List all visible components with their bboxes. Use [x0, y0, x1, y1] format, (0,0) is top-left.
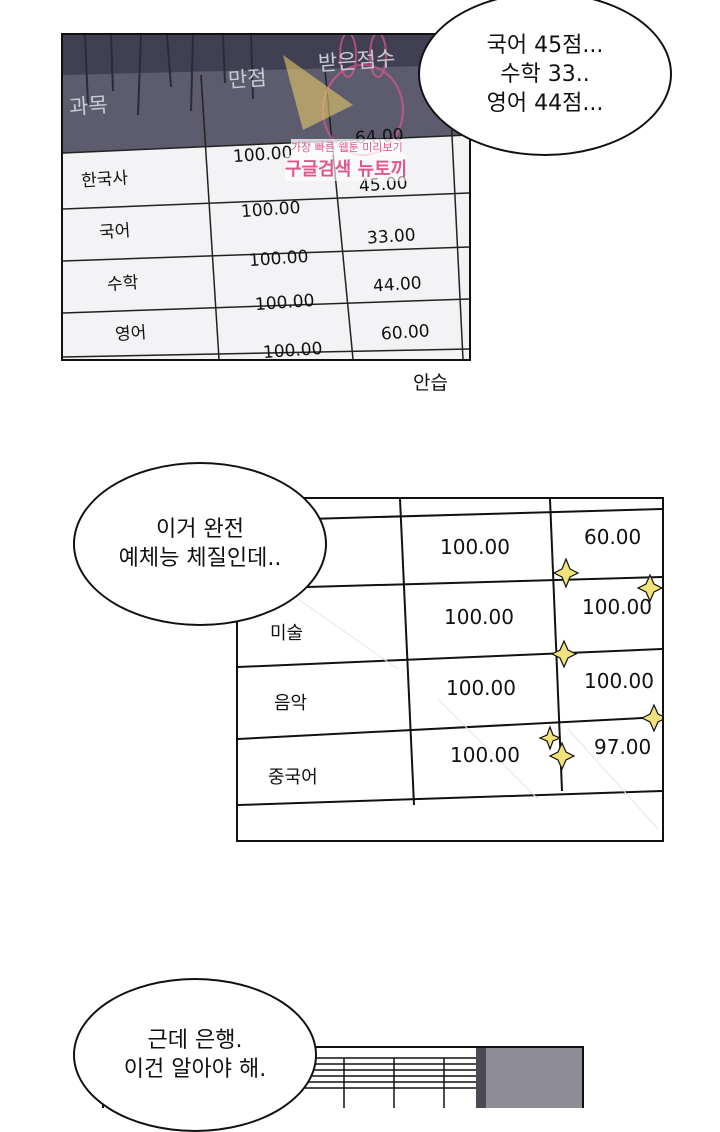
bubble-line-2: 이건 알아야 해.: [123, 1057, 267, 1082]
speech-bubble-arts: 이거 완전 예체능 체질인데..: [73, 462, 327, 626]
p2-row3-subject: 음악: [274, 693, 308, 714]
row1-subject: 한국사: [80, 168, 129, 192]
p2-row2-score: 100.00: [582, 595, 652, 619]
row3-subject: 수학: [106, 272, 140, 296]
bubble-line-1: 근데 은행.: [147, 1028, 243, 1053]
watermark-bottom-text: 구글검색 뉴토끼: [285, 155, 408, 181]
p2-row4-max: 100.00: [450, 743, 520, 767]
bubble-line-korean: 국어 45점...: [486, 32, 604, 58]
bubble-line-math: 수학 33..: [500, 61, 590, 87]
p2-row2-subject: 미술: [270, 623, 304, 644]
p2-row1-max: 100.00: [440, 535, 510, 559]
row3-max: 100.00: [248, 246, 310, 272]
sparkle-icons: [538, 557, 662, 771]
bubble-line-2: 예체능 체질인데..: [118, 546, 282, 571]
sfx-sigh: 안습: [413, 372, 448, 394]
row5-max: 100.00: [262, 338, 324, 361]
p2-row3-score: 100.00: [584, 669, 654, 693]
row4-score: 44.00: [372, 273, 423, 297]
p2-row4-score: 97.00: [594, 735, 652, 759]
panel-1-grade-table: 과목 만점 받은점수 한국사 100.00 64.00 국어 100.00 45…: [61, 33, 471, 361]
p2-row1-score: 60.00: [584, 525, 642, 549]
speech-bubble-bank: 근데 은행. 이건 알아야 해.: [73, 978, 317, 1132]
row5-score: 60.00: [380, 321, 431, 345]
speech-bubble-scores: 국어 45점... 수학 33.. 영어 44점...: [418, 0, 672, 156]
p2-row2-max: 100.00: [444, 605, 514, 629]
row2-max: 100.00: [240, 197, 302, 223]
bubble-line-english: 영어 44점...: [486, 90, 604, 116]
row4-max: 100.00: [254, 290, 316, 316]
panel-1-art: [63, 35, 469, 359]
header-max: 만점: [227, 65, 268, 93]
bubble-line-1: 이거 완전: [156, 517, 244, 542]
header-subject: 과목: [68, 92, 109, 120]
row2-subject: 국어: [98, 220, 132, 244]
header-score: 받은점수: [317, 46, 397, 76]
row4-subject: 영어: [114, 322, 148, 346]
row3-score: 33.00: [366, 225, 417, 249]
row1-max: 100.00: [232, 142, 294, 168]
panel-2-art: [238, 499, 662, 830]
watermark-top-text: 가장 빠른 웹툰 미리보기: [291, 139, 403, 155]
p2-row3-max: 100.00: [446, 676, 516, 700]
p2-row4-subject: 중국어: [268, 767, 318, 788]
